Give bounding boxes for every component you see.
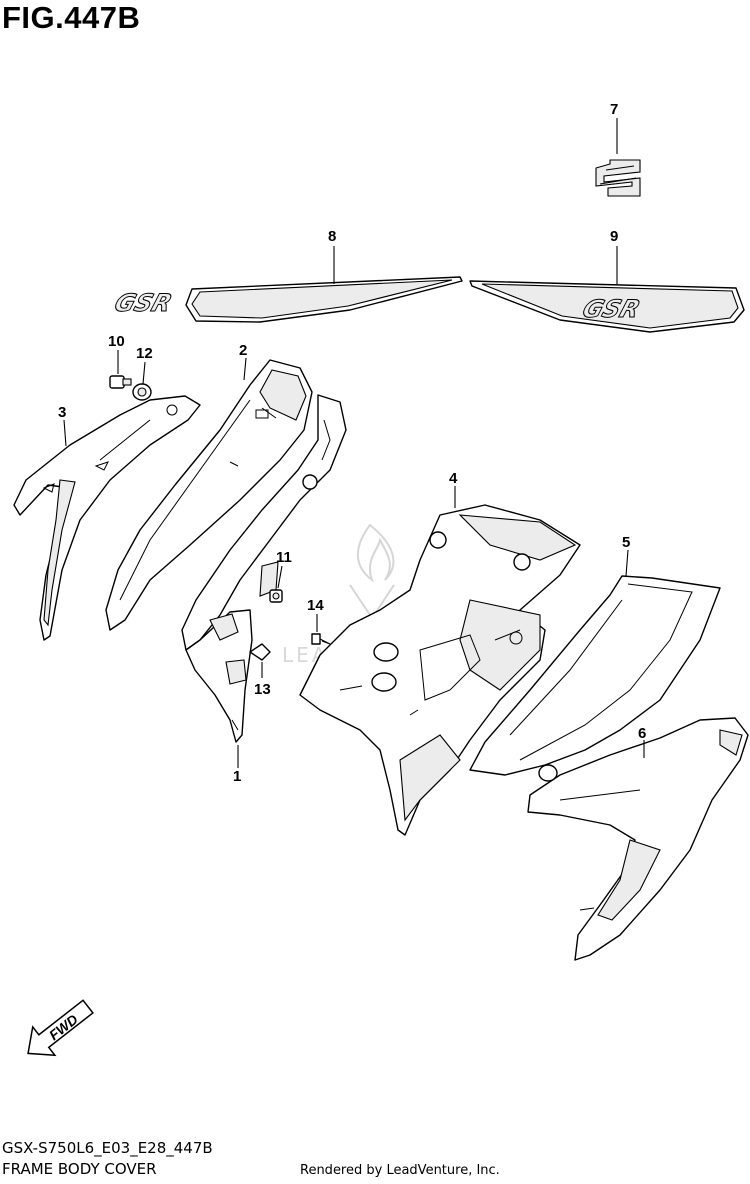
callout-11: 11 — [276, 549, 292, 566]
leader-12 — [142, 361, 146, 385]
callout-6: 6 — [638, 725, 646, 742]
callout-3: 3 — [58, 404, 66, 421]
decal-right-text: GSR — [579, 295, 644, 323]
leader-2 — [243, 357, 247, 381]
callout-4: 4 — [449, 470, 458, 487]
figure-title: FIG.447B — [2, 0, 141, 35]
callout-14: 14 — [307, 597, 324, 614]
decal-left-text: GSR — [111, 289, 176, 317]
part-9-decal-right[interactable]: GSR — [469, 280, 745, 333]
leader-5 — [625, 549, 629, 577]
callout-1: 1 — [233, 768, 241, 785]
part-1-frame-cover[interactable] — [181, 394, 347, 743]
footer-model-code: GSX-S750L6_E03_E28_447B — [2, 1139, 213, 1157]
part-3-side-rail[interactable] — [13, 395, 201, 641]
part-6-lower-cover[interactable] — [527, 717, 749, 961]
part-4-inner-cover[interactable] — [299, 504, 581, 836]
fwd-arrow: FWD — [27, 999, 94, 1057]
part-8-decal-left[interactable]: GSR — [111, 276, 463, 323]
callout-10: 10 — [108, 333, 125, 350]
callout-12: 12 — [136, 345, 153, 362]
footer-figure-name: FRAME BODY COVER — [2, 1160, 157, 1178]
part-12-grommet[interactable] — [132, 383, 152, 401]
callout-13: 13 — [254, 681, 271, 698]
part-10-bolt[interactable] — [109, 375, 132, 389]
part-11-nut[interactable] — [269, 589, 283, 603]
part-14-screw[interactable] — [311, 633, 333, 646]
footer-credit: Rendered by LeadVenture, Inc. — [300, 1163, 500, 1178]
leader-11 — [277, 565, 283, 589]
part-7-emblem[interactable] — [595, 159, 641, 197]
part-13-cushion[interactable] — [249, 643, 271, 661]
callout-5: 5 — [622, 534, 630, 551]
part-2-upper-cover[interactable] — [105, 359, 313, 631]
leader-3 — [63, 419, 67, 447]
callout-9: 9 — [610, 228, 618, 245]
callout-8: 8 — [328, 228, 336, 245]
callout-2: 2 — [239, 342, 247, 359]
callout-7: 7 — [610, 101, 618, 118]
